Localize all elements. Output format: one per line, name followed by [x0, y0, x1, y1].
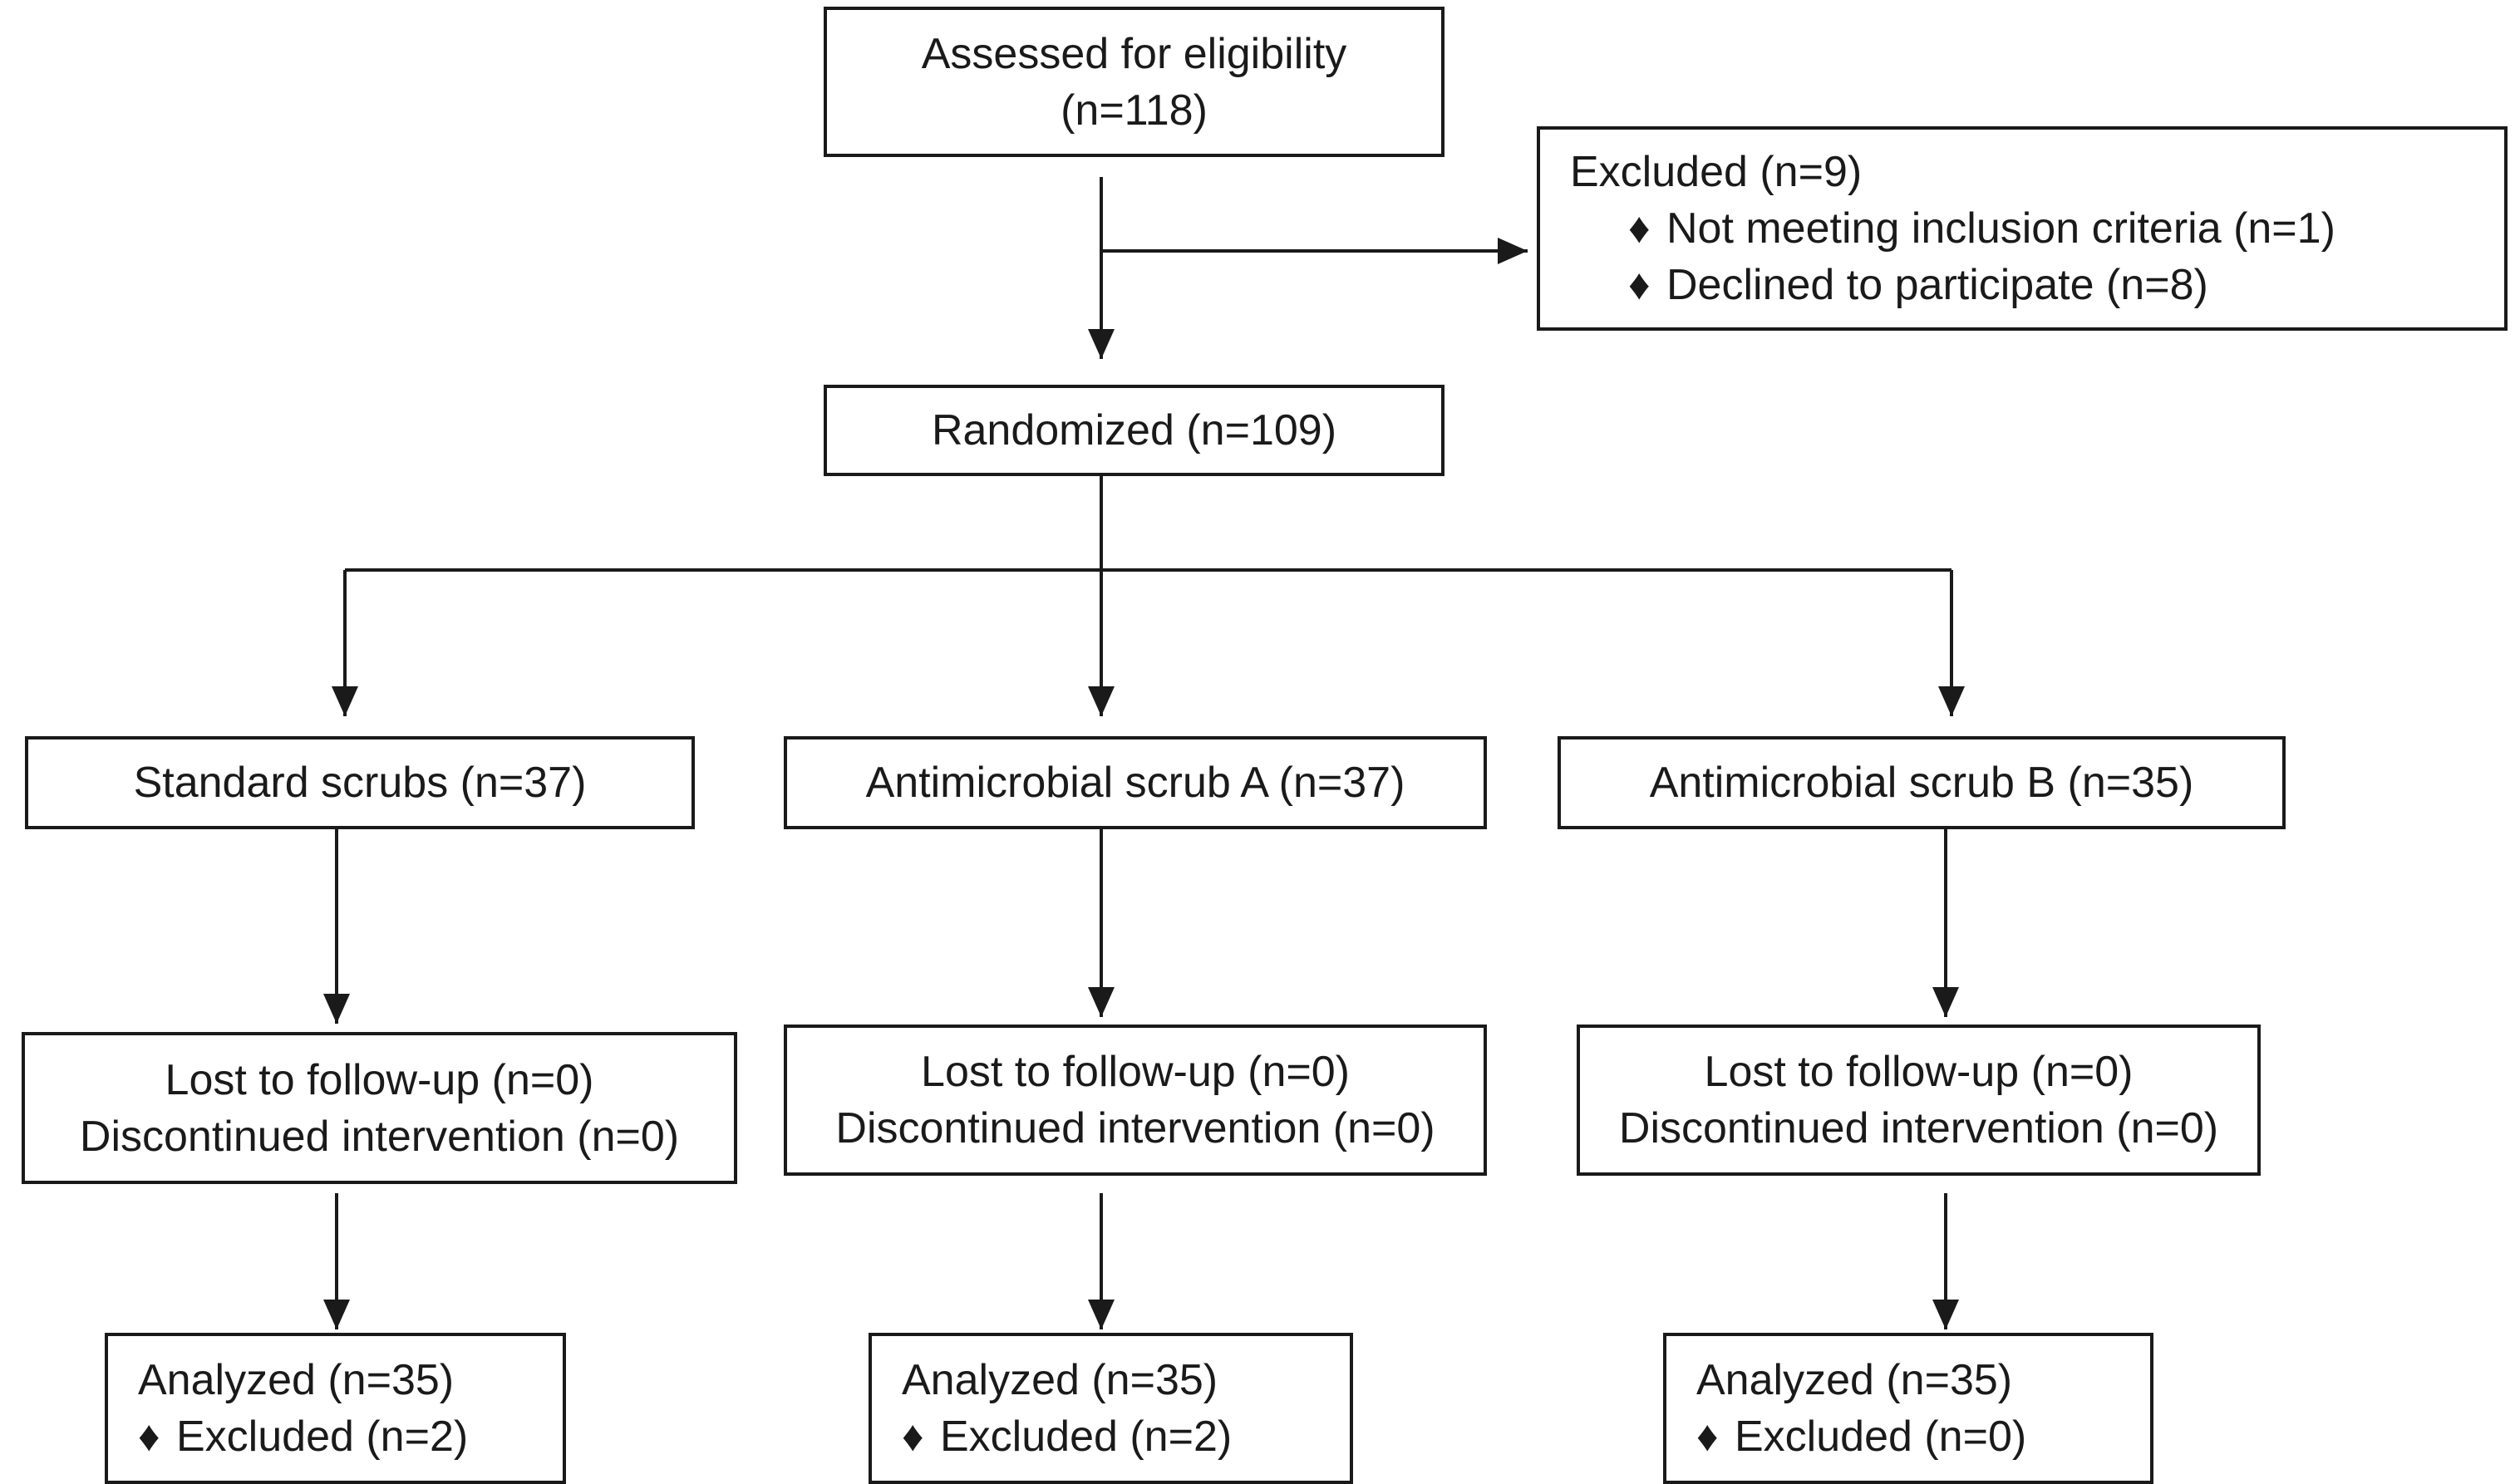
lost-to-followup: Lost to follow-up (n=0): [165, 1055, 594, 1104]
arm-1-allocation-box: Standard scrubs (n=37): [25, 736, 695, 829]
assessed-box: Assessed for eligibility (n=118): [824, 7, 1445, 157]
discontinued-intervention: Discontinued intervention (n=0): [1618, 1104, 2219, 1152]
allocation-label: Antimicrobial scrub A (n=37): [865, 759, 1405, 807]
arm-3-analysis-box: Analyzed (n=35) ♦ Excluded (n=0): [1663, 1333, 2153, 1484]
arm-2-allocation-box: Antimicrobial scrub A (n=37): [784, 736, 1487, 829]
lost-to-followup: Lost to follow-up (n=0): [921, 1048, 1350, 1096]
analysis-excluded: ♦ Excluded (n=2): [138, 1408, 468, 1465]
diamond-bullet-icon: ♦: [1696, 1413, 1719, 1461]
diamond-bullet-icon: ♦: [1628, 204, 1651, 253]
excluded-item-label: Declined to participate (n=8): [1666, 261, 2208, 309]
excluded-box: Excluded (n=9) ♦ Not meeting inclusion cr…: [1537, 126, 2508, 331]
randomized-label: Randomized (n=109): [931, 406, 1337, 455]
analysis-excluded: ♦ Excluded (n=0): [1696, 1408, 2026, 1465]
excluded-item-label: Not meeting inclusion criteria (n=1): [1666, 204, 2335, 253]
discontinued-intervention: Discontinued intervention (n=0): [835, 1104, 1435, 1152]
allocation-label: Antimicrobial scrub B (n=35): [1649, 759, 2194, 807]
arm-1-analysis-box: Analyzed (n=35) ♦ Excluded (n=2): [105, 1333, 566, 1484]
arm-2-followup-box: Lost to follow-up (n=0) Discontinued int…: [784, 1025, 1487, 1176]
excluded-item: ♦ Declined to participate (n=8): [1570, 257, 2208, 313]
arm-1-followup-box: Lost to follow-up (n=0) Discontinued int…: [22, 1032, 737, 1184]
analysis-excluded-label: Excluded (n=2): [176, 1413, 469, 1461]
analysis-excluded: ♦ Excluded (n=2): [902, 1408, 1232, 1465]
excluded-item: ♦ Not meeting inclusion criteria (n=1): [1570, 200, 2335, 257]
diamond-bullet-icon: ♦: [902, 1413, 924, 1461]
arm-2-analysis-box: Analyzed (n=35) ♦ Excluded (n=2): [869, 1333, 1353, 1484]
diamond-bullet-icon: ♦: [138, 1413, 160, 1461]
analysis-excluded-label: Excluded (n=2): [940, 1413, 1233, 1461]
discontinued-intervention: Discontinued intervention (n=0): [79, 1112, 680, 1161]
assessed-label: Assessed for eligibility: [921, 29, 1347, 78]
assessed-count: (n=118): [1061, 86, 1208, 135]
excluded-title: Excluded (n=9): [1570, 148, 1863, 196]
diamond-bullet-icon: ♦: [1628, 261, 1651, 309]
allocation-label: Standard scrubs (n=37): [133, 759, 587, 807]
arm-3-followup-box: Lost to follow-up (n=0) Discontinued int…: [1577, 1025, 2261, 1176]
analyzed-label: Analyzed (n=35): [1696, 1356, 2013, 1404]
lost-to-followup: Lost to follow-up (n=0): [1704, 1048, 2134, 1096]
analysis-excluded-label: Excluded (n=0): [1735, 1413, 2027, 1461]
analyzed-label: Analyzed (n=35): [138, 1356, 455, 1404]
arm-3-allocation-box: Antimicrobial scrub B (n=35): [1558, 736, 2286, 829]
randomized-box: Randomized (n=109): [824, 385, 1445, 476]
analyzed-label: Analyzed (n=35): [902, 1356, 1218, 1404]
